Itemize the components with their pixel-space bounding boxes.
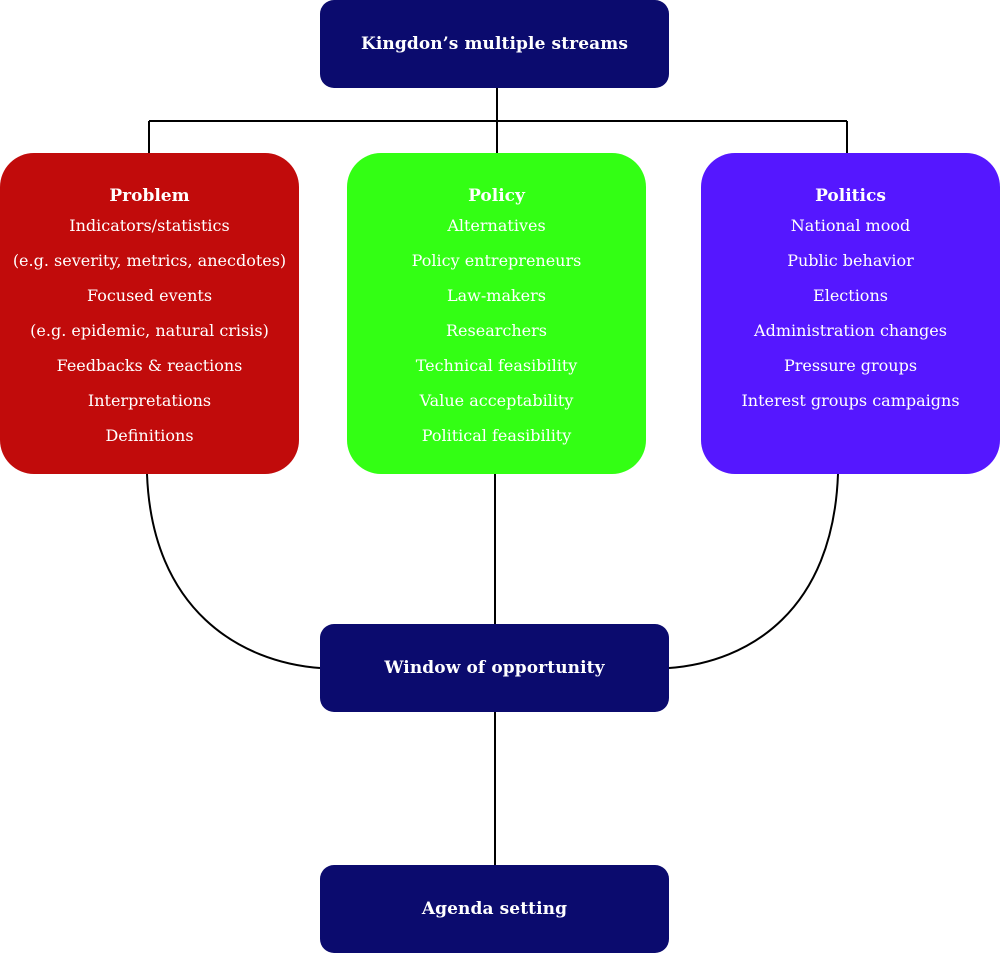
problem-item: Definitions	[105, 426, 194, 445]
policy-item: Technical feasibility	[415, 356, 578, 375]
problem-stream-box: Problem Indicators/statistics (e.g. seve…	[0, 153, 299, 474]
agenda-setting-label: Agenda setting	[421, 899, 568, 919]
agenda-setting-box: Agenda setting	[320, 865, 669, 953]
politics-item: National mood	[790, 216, 911, 235]
problem-item: (e.g. severity, metrics, anecdotes)	[12, 251, 287, 270]
window-of-opportunity-box: Window of opportunity	[320, 624, 669, 712]
politics-item: Pressure groups	[783, 356, 918, 375]
policy-item: Alternatives	[447, 216, 546, 235]
politics-item: Interest groups campaigns	[741, 391, 960, 410]
problem-item: (e.g. epidemic, natural crisis)	[30, 321, 269, 340]
policy-items: Alternatives Policy entrepreneurs Law-ma…	[347, 208, 646, 453]
problem-item: Interpretations	[87, 391, 212, 410]
kingdon-streams-box: Kingdon’s multiple streams	[320, 0, 669, 88]
problem-item: Focused events	[86, 286, 213, 305]
policy-item: Law-makers	[447, 286, 546, 305]
policy-stream-box: Policy Alternatives Policy entrepreneurs…	[347, 153, 646, 474]
connector-problem-curve	[146, 473, 321, 669]
policy-item: Researchers	[446, 321, 547, 340]
kingdon-streams-label: Kingdon’s multiple streams	[360, 34, 629, 54]
problem-items: Indicators/statistics (e.g. severity, me…	[0, 208, 299, 453]
problem-title: Problem	[109, 186, 190, 206]
policy-item: Political feasibility	[421, 426, 572, 445]
politics-stream-box: Politics National mood Public behavior E…	[701, 153, 1000, 474]
problem-item: Feedbacks & reactions	[56, 356, 243, 375]
problem-item: Indicators/statistics	[69, 216, 230, 235]
connector-politics-curve	[668, 473, 839, 669]
politics-item: Elections	[813, 286, 888, 305]
policy-title: Policy	[468, 186, 525, 206]
politics-items: National mood Public behavior Elections …	[701, 208, 1000, 418]
politics-item: Administration changes	[754, 321, 947, 340]
politics-title: Politics	[815, 186, 886, 206]
window-of-opportunity-label: Window of opportunity	[384, 658, 605, 678]
policy-item: Policy entrepreneurs	[411, 251, 582, 270]
policy-item: Value acceptability	[419, 391, 574, 410]
politics-item: Public behavior	[787, 251, 914, 270]
